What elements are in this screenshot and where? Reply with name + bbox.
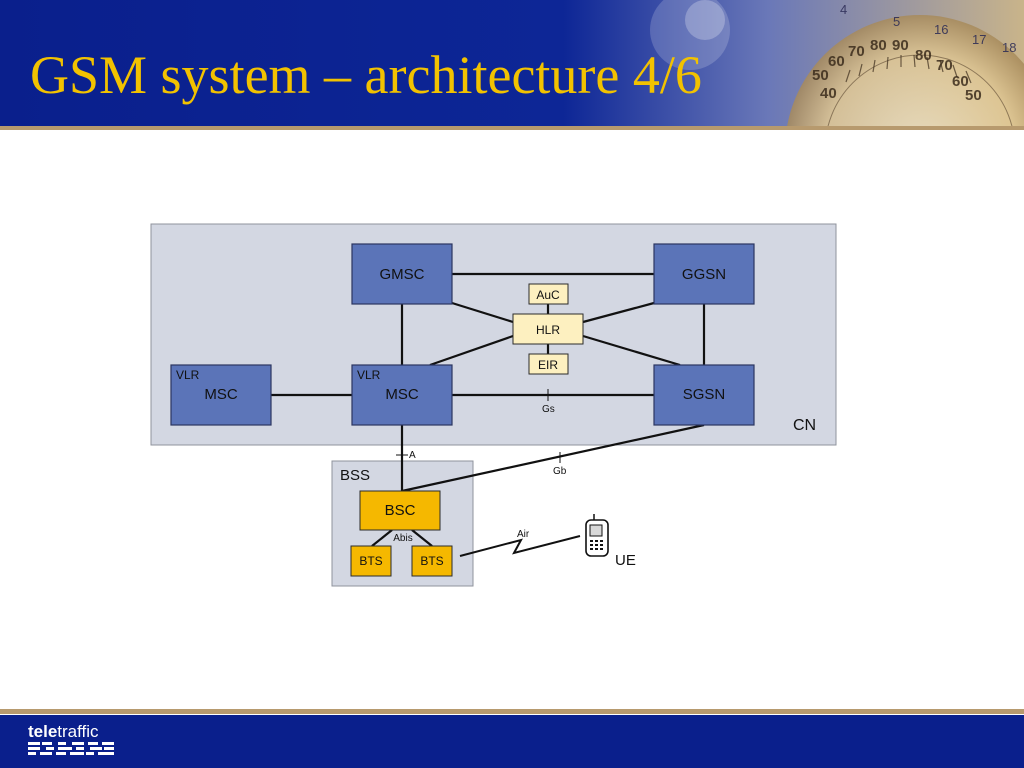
node-bts-right: BTS bbox=[411, 545, 453, 577]
node-msc-left: VLR MSC bbox=[170, 364, 272, 426]
node-bsc: BSC bbox=[359, 490, 441, 531]
svg-text:90: 90 bbox=[892, 37, 909, 54]
svg-text:18: 18 bbox=[1002, 40, 1016, 55]
node-auc-label: AuC bbox=[536, 288, 560, 302]
interface-a-label: A bbox=[409, 450, 416, 461]
mobile-phone-icon bbox=[585, 514, 609, 557]
svg-text:17: 17 bbox=[972, 32, 986, 47]
footer-bar bbox=[0, 715, 1024, 768]
header-divider bbox=[0, 126, 1024, 130]
footer-divider bbox=[0, 709, 1024, 714]
svg-text:70: 70 bbox=[848, 43, 865, 60]
node-sgsn: SGSN bbox=[653, 364, 755, 426]
node-msc-center-vlr: VLR bbox=[357, 368, 381, 382]
node-bts-left-label: BTS bbox=[359, 554, 382, 568]
node-msc-left-label: MSC bbox=[204, 386, 238, 403]
node-sgsn-label: SGSN bbox=[683, 386, 726, 403]
air-link-zigzag bbox=[459, 535, 581, 557]
teletraffic-logo: teletraffic bbox=[28, 723, 99, 740]
connection-lines bbox=[271, 272, 706, 547]
cn-label: CN bbox=[793, 417, 816, 434]
node-auc: AuC bbox=[528, 283, 569, 305]
node-ue-label: UE bbox=[615, 552, 636, 569]
node-msc-center-label: MSC bbox=[385, 386, 419, 403]
svg-text:80: 80 bbox=[915, 47, 932, 64]
link-bsc-bts-left bbox=[371, 529, 393, 547]
svg-text:5: 5 bbox=[893, 14, 900, 29]
node-msc-left-vlr: VLR bbox=[176, 368, 200, 382]
link-gmsc-hlr bbox=[451, 301, 514, 324]
interface-ticks bbox=[396, 389, 561, 463]
node-gmsc-label: GMSC bbox=[380, 266, 425, 283]
logo-bars-icon bbox=[28, 742, 114, 755]
link-sgsn-bsc bbox=[401, 423, 705, 493]
svg-text:4: 4 bbox=[840, 2, 847, 17]
logo-regular-text: traffic bbox=[57, 722, 99, 741]
node-eir-label: EIR bbox=[538, 358, 558, 372]
node-ggsn: GGSN bbox=[653, 243, 755, 305]
node-msc-center: VLR MSC bbox=[351, 364, 453, 426]
svg-text:60: 60 bbox=[828, 53, 845, 70]
svg-text:70: 70 bbox=[936, 57, 953, 74]
svg-text:50: 50 bbox=[965, 87, 982, 104]
interface-air-label: Air bbox=[517, 529, 530, 540]
svg-text:60: 60 bbox=[952, 73, 969, 90]
link-ggsn-hlr bbox=[582, 301, 655, 324]
svg-text:40: 40 bbox=[820, 85, 837, 102]
bss-label: BSS bbox=[340, 467, 370, 484]
slide-title: GSM system – architecture 4/6 bbox=[30, 45, 702, 105]
interface-gb-label: Gb bbox=[553, 466, 567, 477]
svg-text:50: 50 bbox=[812, 67, 829, 84]
node-eir: EIR bbox=[528, 353, 569, 375]
svg-text:16: 16 bbox=[934, 22, 948, 37]
svg-text:80: 80 bbox=[870, 37, 887, 54]
interface-gs-label: Gs bbox=[542, 404, 555, 415]
interface-abis-label: Abis bbox=[393, 533, 412, 544]
node-gmsc: GMSC bbox=[351, 243, 453, 305]
link-bsc-bts-right bbox=[411, 529, 433, 547]
link-sgsn-hlr bbox=[582, 334, 681, 367]
node-ggsn-label: GGSN bbox=[682, 266, 726, 283]
node-hlr-label: HLR bbox=[536, 323, 560, 337]
node-bts-left: BTS bbox=[350, 545, 392, 577]
node-bts-right-label: BTS bbox=[420, 554, 443, 568]
link-msc-hlr bbox=[429, 334, 514, 367]
node-hlr: HLR bbox=[512, 313, 584, 345]
node-bsc-label: BSC bbox=[385, 502, 416, 519]
logo-bold-text: tele bbox=[28, 722, 58, 741]
